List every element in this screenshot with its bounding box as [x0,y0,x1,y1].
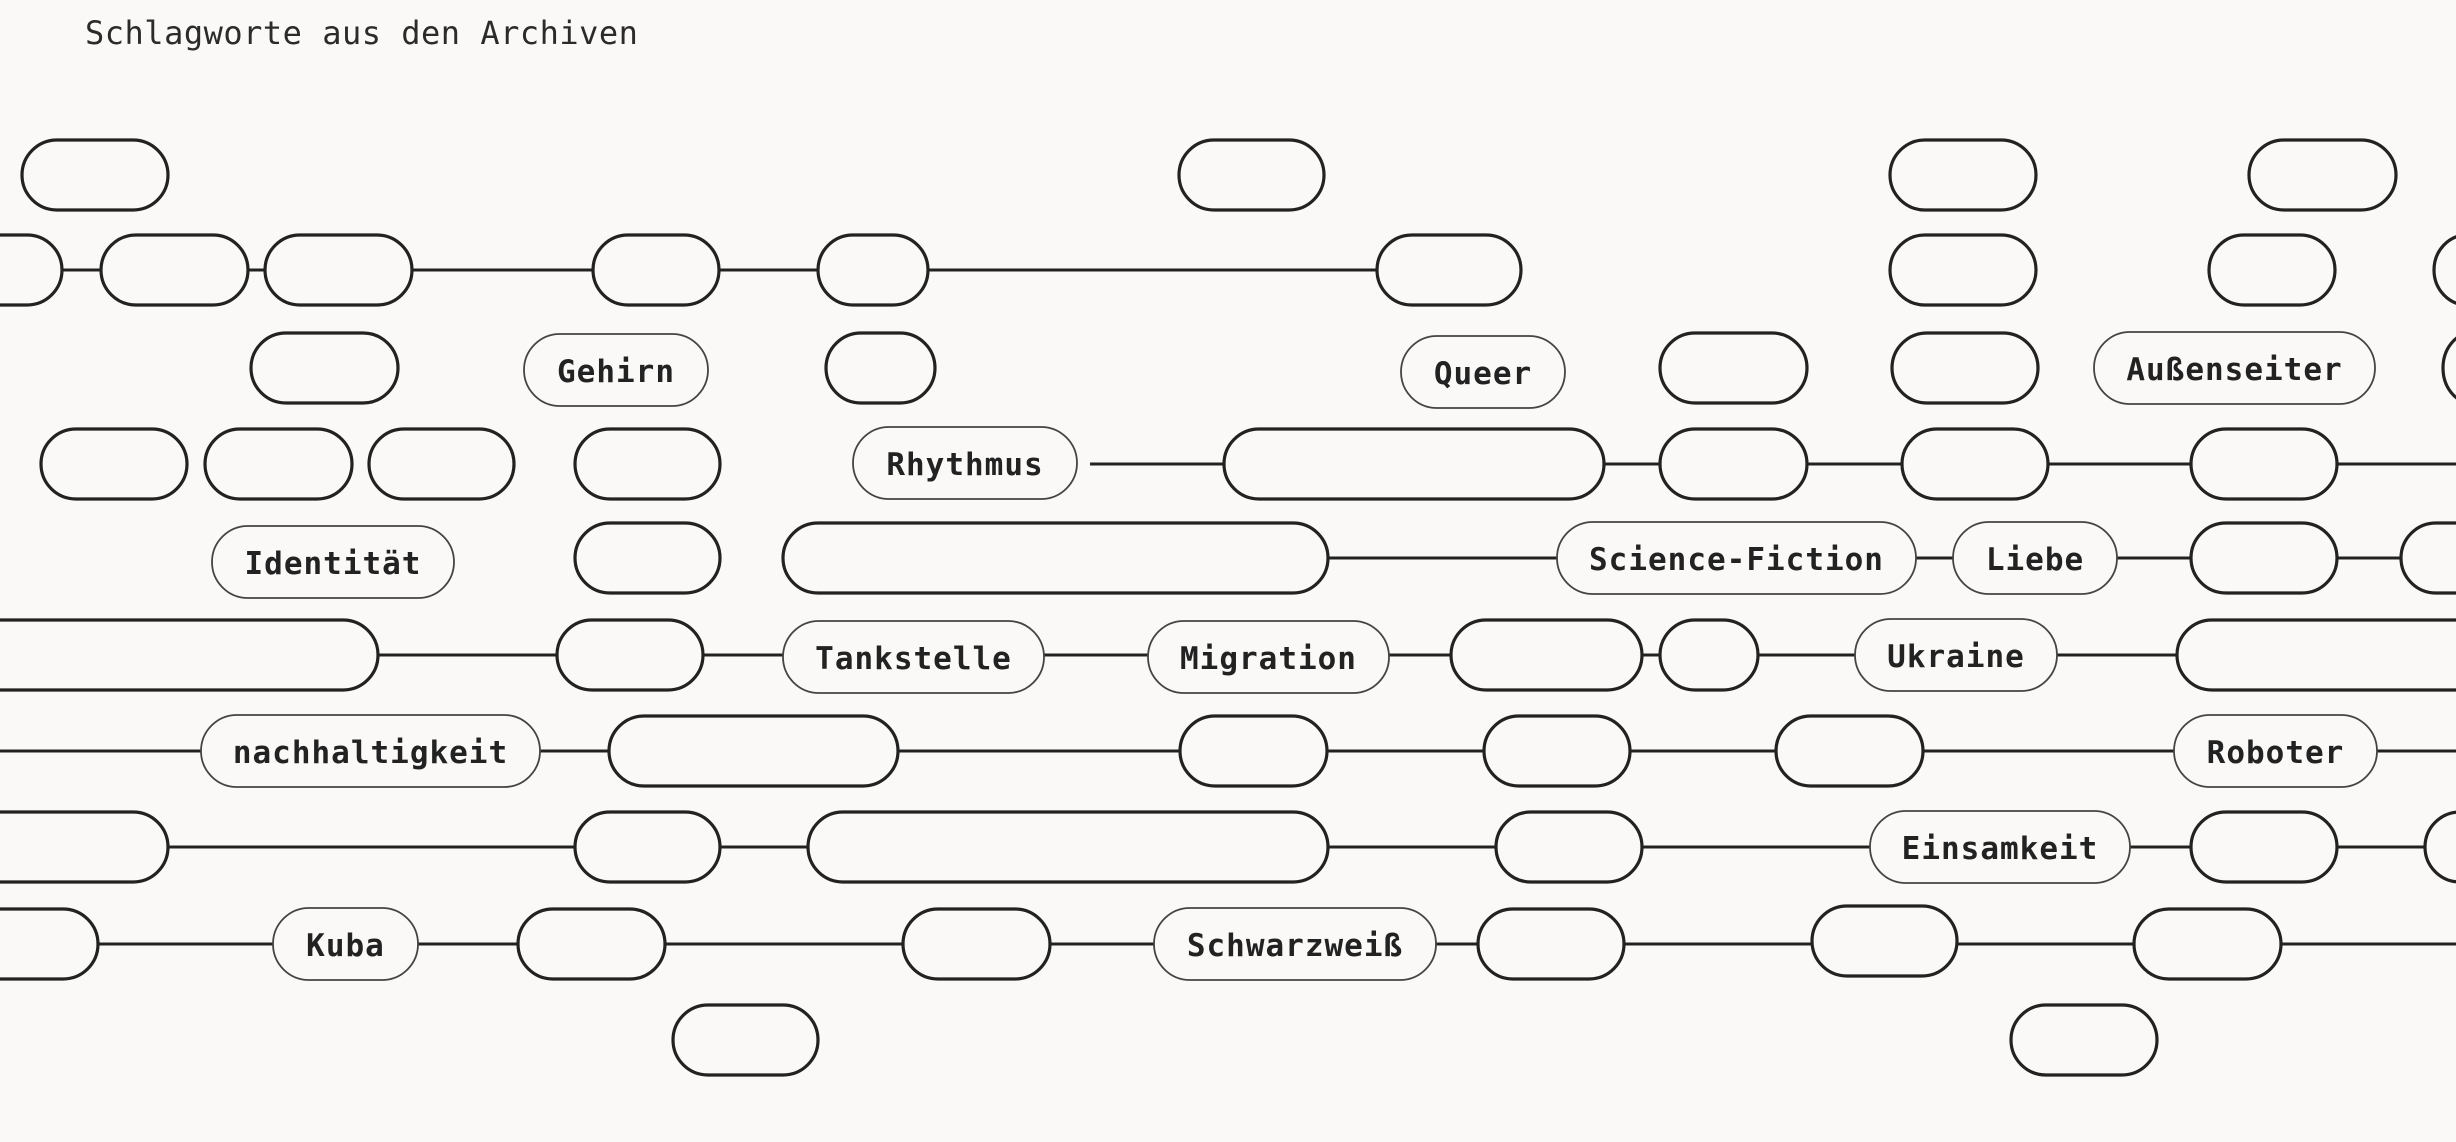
tag-schwarzweiss[interactable]: Schwarzweiß [1153,907,1437,981]
empty-tag-node[interactable] [1658,427,1809,501]
empty-tag-node[interactable] [249,331,400,405]
tag-pill[interactable] [1556,521,1917,595]
empty-tag-node[interactable] [1476,907,1626,981]
empty-tag-node[interactable] [2441,333,2456,403]
tag-pill[interactable] [1400,335,1566,409]
empty-tag-node[interactable] [2175,618,2456,692]
tag-pill[interactable] [211,525,455,599]
empty-tag-node[interactable] [671,1003,820,1077]
empty-tag-node[interactable] [203,427,354,501]
tag-einsamkeit[interactable]: Einsamkeit [1869,810,2131,884]
empty-tag-node[interactable] [99,233,250,307]
empty-tag-node[interactable] [806,810,1330,884]
empty-tag-node[interactable] [591,233,721,307]
empty-tag-node[interactable] [1177,138,1326,212]
tag-migration[interactable]: Migration [1147,620,1390,694]
empty-tag-node[interactable] [1449,618,1644,692]
empty-tag-node[interactable] [263,233,414,307]
tag-aussenseiter[interactable]: Außenseiter [2093,331,2376,405]
empty-tag-node[interactable] [2432,235,2456,305]
empty-tag-node[interactable] [1890,331,2040,405]
tag-pill[interactable] [200,714,541,788]
empty-tag-node[interactable] [1658,618,1760,692]
empty-tag-node[interactable] [555,618,705,692]
tag-pill[interactable] [2173,714,2378,788]
empty-tag-node[interactable] [901,907,1052,981]
empty-tag-node[interactable] [824,331,937,405]
empty-tag-node[interactable] [1888,233,2038,307]
empty-tag-node[interactable] [1178,714,1329,788]
tag-kuba[interactable]: Kuba [272,907,419,981]
empty-tag-node[interactable] [607,714,900,788]
tag-nachhaltigkeit[interactable]: nachhaltigkeit [200,714,541,788]
empty-tag-node[interactable] [0,233,64,307]
tag-pill[interactable] [782,620,1045,694]
empty-tag-node[interactable] [1375,233,1523,307]
empty-tag-node[interactable] [573,810,722,884]
empty-tag-node[interactable] [1888,138,2038,212]
page-title: Schlagworte aus den Archiven [85,14,639,52]
empty-tag-node[interactable] [1774,714,1925,788]
empty-tag-node[interactable] [20,138,170,212]
empty-tag-node[interactable] [0,618,380,692]
tag-pill[interactable] [852,426,1078,500]
empty-tag-node[interactable] [816,233,930,307]
tag-roboter[interactable]: Roboter [2173,714,2378,788]
empty-tag-node[interactable] [2189,521,2339,595]
empty-tag-node[interactable] [1658,331,1809,405]
empty-tag-node[interactable] [39,427,189,501]
tag-pill[interactable] [1869,810,2131,884]
empty-tag-node[interactable] [2189,810,2339,884]
empty-tag-node[interactable] [2189,427,2339,501]
tag-gehirn[interactable]: Gehirn [523,333,709,407]
empty-tag-node[interactable] [0,810,170,884]
empty-tag-node[interactable] [781,521,1330,595]
tag-rhythmus[interactable]: Rhythmus [852,426,1078,500]
empty-tag-node[interactable] [0,907,100,981]
empty-tag-node[interactable] [2399,521,2456,595]
tag-identitaet[interactable]: Identität [211,525,455,599]
empty-tag-node[interactable] [367,427,516,501]
empty-tag-node[interactable] [1900,427,2050,501]
tag-queer[interactable]: Queer [1400,335,1566,409]
tag-ukraine[interactable]: Ukraine [1854,618,2058,692]
empty-tag-node[interactable] [2247,138,2398,212]
empty-tag-node[interactable] [2009,1003,2159,1077]
empty-tag-node[interactable] [516,907,667,981]
empty-tag-node[interactable] [1494,810,1644,884]
tag-tankstelle[interactable]: Tankstelle [782,620,1045,694]
tag-science-fiction[interactable]: Science-Fiction [1556,521,1917,595]
empty-tag-node[interactable] [2207,233,2337,307]
empty-tag-node[interactable] [1482,714,1632,788]
tag-pill[interactable] [1854,618,2058,692]
tag-pill[interactable] [523,333,709,407]
empty-tag-node[interactable] [573,427,722,501]
empty-tag-node[interactable] [1810,904,1959,978]
empty-tag-node[interactable] [2423,810,2456,884]
tag-pill[interactable] [2093,331,2376,405]
tag-pill[interactable] [1153,907,1437,981]
tag-liebe[interactable]: Liebe [1952,521,2118,595]
tag-pill[interactable] [1952,521,2118,595]
empty-tag-node[interactable] [2132,907,2283,981]
tag-pill[interactable] [1147,620,1390,694]
tag-pill[interactable] [272,907,419,981]
empty-tag-node[interactable] [1222,427,1606,501]
empty-tag-node[interactable] [573,521,722,595]
